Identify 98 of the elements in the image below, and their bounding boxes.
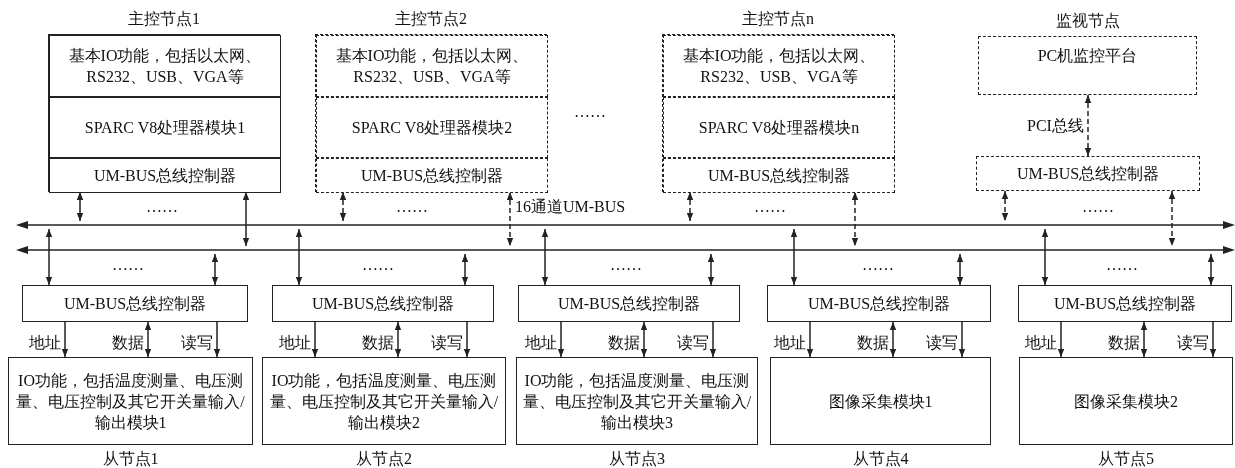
double-headed-arrow bbox=[851, 191, 859, 247]
double-headed-arrow bbox=[1084, 94, 1092, 157]
bus-controller-box bbox=[518, 285, 740, 322]
arrow bbox=[311, 321, 319, 358]
edge-label: PCI总线 bbox=[1027, 116, 1084, 135]
box-text: UM-BUS总线控制器 bbox=[556, 294, 702, 314]
edge-label: 数据 bbox=[1108, 333, 1140, 352]
bus-controller-box bbox=[22, 285, 248, 322]
box-text: 图像采集模块1 bbox=[827, 391, 934, 412]
bus-controller-box bbox=[1018, 285, 1232, 322]
box-text: 基本IO功能，包括以太网、RS232、USB、VGA等 bbox=[67, 46, 263, 87]
arrow bbox=[61, 321, 69, 358]
edge-label: 读写 bbox=[431, 333, 463, 352]
box-text: UM-BUS总线控制器 bbox=[1015, 164, 1161, 184]
processor-module-cell bbox=[663, 97, 895, 158]
arrow bbox=[709, 321, 717, 358]
node-caption: 从节点5 bbox=[1097, 449, 1155, 468]
box-text: UM-BUS总线控制器 bbox=[62, 294, 208, 314]
processor-module-cell bbox=[316, 97, 548, 158]
edge-label: 地址 bbox=[774, 333, 806, 352]
arrow bbox=[1209, 321, 1217, 358]
double-headed-arrow bbox=[790, 228, 798, 286]
edge-label: 数据 bbox=[362, 333, 394, 352]
bus-controller-box bbox=[272, 285, 494, 322]
double-headed-arrow bbox=[640, 321, 648, 358]
bus-line bbox=[16, 246, 1235, 254]
bus-controller-cell bbox=[663, 158, 895, 193]
edge-label: 读写 bbox=[926, 333, 958, 352]
edge-label: 读写 bbox=[677, 333, 709, 352]
double-headed-arrow bbox=[242, 191, 250, 247]
double-headed-arrow bbox=[295, 228, 303, 286]
arrow bbox=[557, 321, 565, 358]
double-headed-arrow bbox=[707, 253, 715, 286]
double-headed-arrow bbox=[339, 191, 347, 222]
edge-label: 地址 bbox=[279, 333, 311, 352]
double-headed-arrow bbox=[1140, 321, 1148, 358]
edge-label: 地址 bbox=[1025, 333, 1057, 352]
node-caption: 从节点2 bbox=[355, 449, 413, 468]
box-text: UM-BUS总线控制器 bbox=[92, 166, 238, 186]
double-headed-arrow bbox=[686, 191, 694, 222]
double-headed-arrow bbox=[889, 321, 897, 358]
edge-label: 地址 bbox=[29, 333, 61, 352]
bus-controller-box bbox=[767, 285, 991, 322]
bus-controller-cell bbox=[316, 158, 548, 193]
double-headed-arrow bbox=[45, 228, 53, 286]
box-text: 基本IO功能，包括以太网、RS232、USB、VGA等 bbox=[681, 46, 877, 87]
double-headed-arrow bbox=[461, 253, 469, 286]
arrow bbox=[463, 321, 471, 358]
arrow bbox=[958, 321, 966, 358]
box-text: 基本IO功能，包括以太网、RS232、USB、VGA等 bbox=[334, 46, 530, 87]
double-headed-arrow bbox=[144, 321, 152, 358]
box-text: 图像采集模块2 bbox=[1073, 391, 1179, 412]
box-text: UM-BUS总线控制器 bbox=[310, 294, 456, 314]
bus-label: 16通道UM-BUS bbox=[515, 198, 626, 216]
double-headed-arrow bbox=[76, 191, 84, 222]
edge-label: 数据 bbox=[112, 333, 144, 352]
arrow bbox=[806, 321, 814, 358]
double-headed-arrow bbox=[1168, 190, 1176, 247]
node-heading: 主控节点n bbox=[741, 9, 815, 29]
bus-controller-box bbox=[976, 156, 1200, 191]
box-text: UM-BUS总线控制器 bbox=[806, 294, 952, 314]
box-text: SPARC V8处理器模块1 bbox=[83, 118, 247, 138]
box-text: UM-BUS总线控制器 bbox=[1052, 294, 1198, 314]
edge-label: 数据 bbox=[857, 333, 889, 352]
double-headed-arrow bbox=[956, 253, 964, 286]
double-headed-arrow bbox=[1041, 228, 1049, 286]
bus-line bbox=[16, 221, 1235, 229]
box-text: IO功能，包括温度测量、电压测量、电压控制及其它开关量输入/输出模块2 bbox=[268, 370, 500, 433]
box-text: PC机监控平台 bbox=[1036, 46, 1139, 66]
double-headed-arrow bbox=[211, 253, 219, 286]
node-heading: 监视节点 bbox=[1054, 11, 1121, 31]
node-heading: 主控节点1 bbox=[127, 9, 201, 29]
bus-controller-cell bbox=[49, 158, 281, 193]
node-caption: 从节点3 bbox=[608, 449, 666, 468]
io-function-cell bbox=[316, 35, 548, 97]
edge-label: 读写 bbox=[1177, 333, 1209, 352]
io-function-cell bbox=[663, 35, 895, 97]
box-text: IO功能，包括温度测量、电压测量、电压控制及其它开关量输入/输出模块3 bbox=[521, 370, 753, 433]
double-headed-arrow bbox=[394, 321, 402, 358]
box-text: UM-BUS总线控制器 bbox=[359, 166, 505, 186]
node-caption: 从节点4 bbox=[851, 449, 910, 468]
edge-label: 数据 bbox=[608, 333, 640, 352]
edge-label: 地址 bbox=[525, 333, 557, 352]
processor-module-cell bbox=[49, 97, 281, 158]
arrow bbox=[1057, 321, 1065, 358]
double-headed-arrow bbox=[541, 228, 549, 286]
box-text: SPARC V8处理器模块n bbox=[697, 118, 861, 138]
box-text: UM-BUS总线控制器 bbox=[706, 166, 852, 186]
node-caption: 从节点1 bbox=[101, 449, 160, 468]
box-text: IO功能，包括温度测量、电压测量、电压控制及其它开关量输入/输出模块1 bbox=[15, 370, 246, 433]
double-headed-arrow bbox=[506, 191, 514, 247]
double-headed-arrow bbox=[1001, 190, 1009, 222]
box-text: SPARC V8处理器模块2 bbox=[350, 118, 514, 138]
arrow bbox=[213, 321, 221, 358]
node-heading: 主控节点2 bbox=[394, 9, 468, 29]
io-function-cell bbox=[49, 35, 281, 97]
double-headed-arrow bbox=[1207, 253, 1215, 286]
edge-label: 读写 bbox=[181, 333, 213, 352]
